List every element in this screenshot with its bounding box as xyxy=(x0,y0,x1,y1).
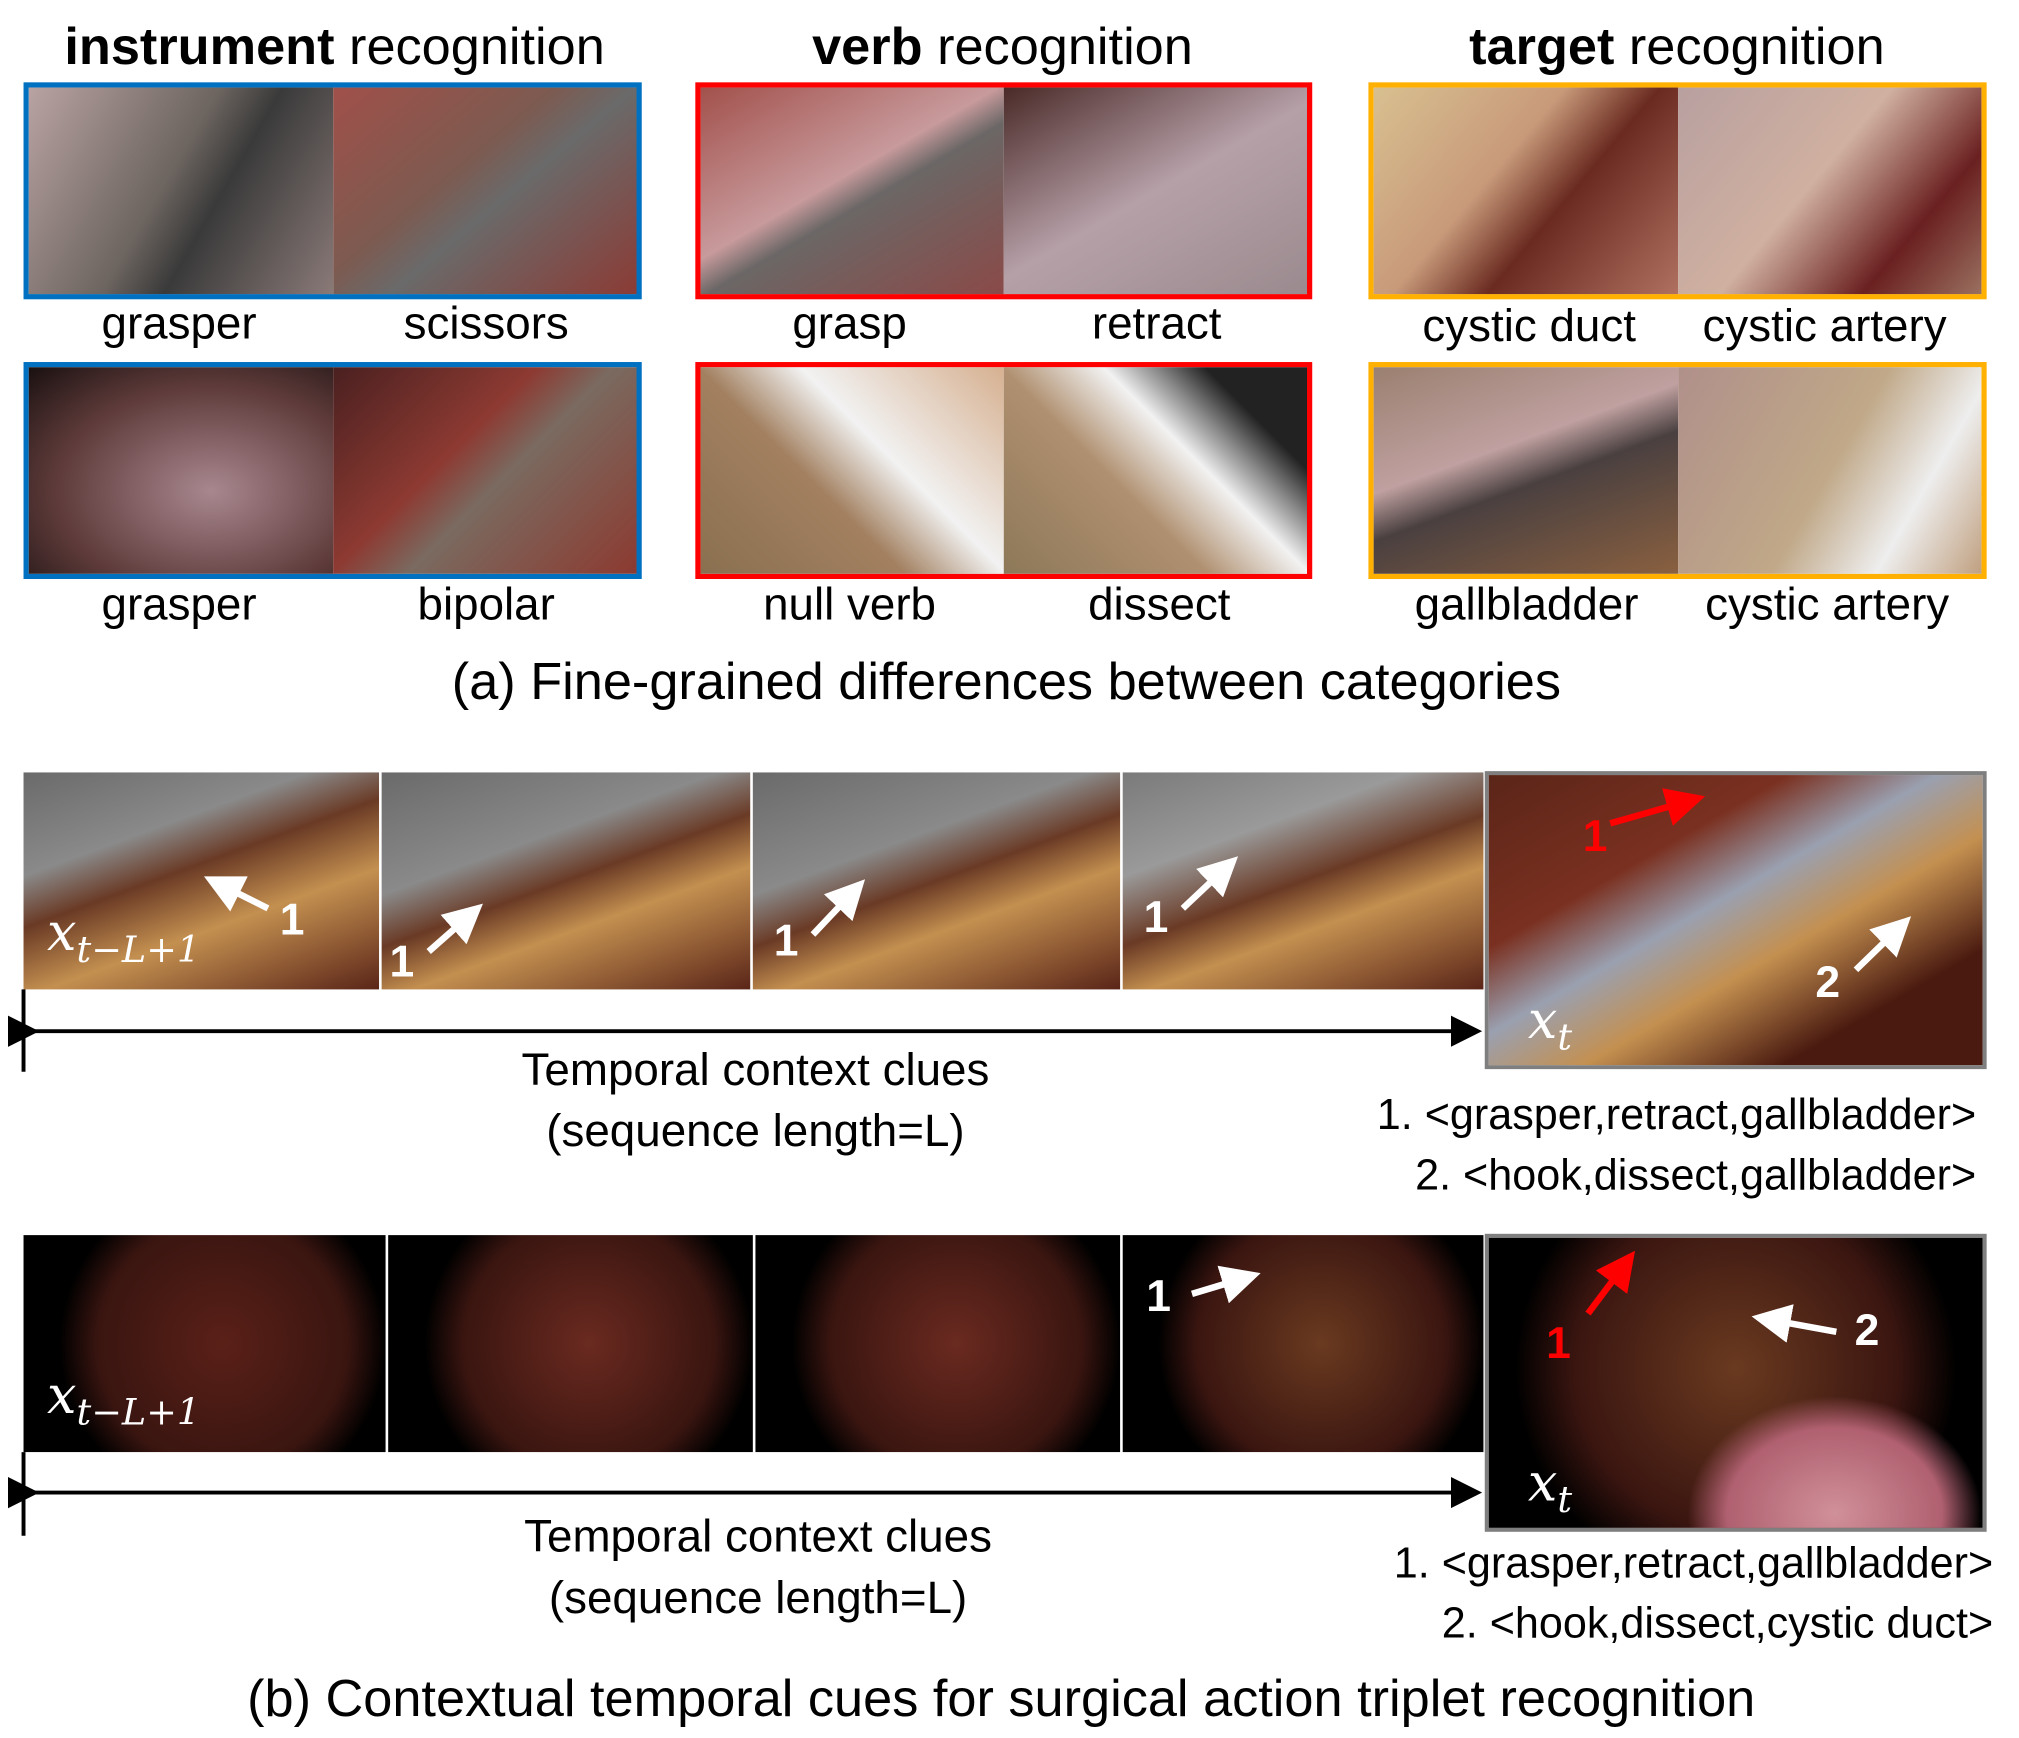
frame-first: xt−L+1 xyxy=(23,1235,386,1453)
verb-pair-2 xyxy=(695,362,1313,580)
label-gallbladder: gallbladder xyxy=(1414,579,1639,630)
triplet-1: 1. <grasper,retract,gallbladder> xyxy=(1376,1090,1977,1139)
frame-label-current: xt xyxy=(1527,1453,1573,1522)
caption-a: (a) Fine-grained differences between cat… xyxy=(451,653,1561,712)
label-cystic-artery: cystic artery xyxy=(1705,579,1950,630)
triplet-2: 2. <hook,dissect,gallbladder> xyxy=(1415,1150,1977,1199)
context-label: Temporal context clues xyxy=(524,1510,992,1562)
target-pair-1 xyxy=(1368,82,1987,300)
arrow-icon xyxy=(1585,1250,1636,1316)
mark-2: 2 xyxy=(1854,1305,1880,1356)
arrow-icon xyxy=(810,879,866,937)
frame: 1 xyxy=(1122,1235,1484,1453)
gallbladder-image xyxy=(1373,367,1678,574)
annotation-arrows-row1 xyxy=(7,788,1912,1072)
mark-1: 1 xyxy=(1143,892,1169,943)
label-grasper: grasper xyxy=(101,297,257,349)
label-grasp: grasp xyxy=(792,297,907,349)
arrow-icon xyxy=(203,876,270,912)
label-grasper: grasper xyxy=(101,579,257,630)
sequence-length-label: (sequence length=L) xyxy=(548,1572,968,1624)
verb-pair-1 xyxy=(695,82,1313,300)
frame-label-first: xt−L+1 xyxy=(47,903,201,972)
frame-label-current: xt xyxy=(1527,990,1573,1059)
mark-1: 1 xyxy=(279,895,305,945)
label-dissect: dissect xyxy=(1088,579,1231,630)
annotation-arrows-row2 xyxy=(7,1250,1837,1536)
target-recognition-title: target recognition xyxy=(1469,18,1885,76)
triplet-1: 1. <grasper,retract,gallbladder> xyxy=(1393,1538,1994,1587)
label-null-verb: null verb xyxy=(763,579,937,630)
cystic-duct-image xyxy=(1373,87,1678,295)
frame-first: xt−L+1 1 xyxy=(23,772,380,990)
scissors-image xyxy=(332,87,637,295)
label-cystic-artery: cystic artery xyxy=(1702,300,1947,352)
caption-b: (b) Contextual temporal cues for surgica… xyxy=(247,1670,1756,1728)
mark-1: 1 xyxy=(1146,1271,1171,1322)
triplet-2: 2. <hook,dissect,cystic duct> xyxy=(1441,1598,1994,1647)
frame: 1 xyxy=(381,772,751,990)
dissect-image xyxy=(1003,367,1307,574)
arrow-icon xyxy=(1609,788,1706,827)
instrument-pair-2 xyxy=(23,362,642,580)
label-retract: retract xyxy=(1091,297,1222,349)
arrow-icon xyxy=(1853,916,1912,973)
frame: 1 xyxy=(752,772,1121,990)
mark-1: 1 xyxy=(389,937,415,987)
frame-label-first: xt−L+1 xyxy=(47,1365,201,1434)
null-verb-image xyxy=(700,367,1004,574)
mark-2: 2 xyxy=(1815,958,1841,1008)
grasp-image xyxy=(700,87,1004,295)
instrument-recognition-title: instrument recognition xyxy=(64,18,605,76)
arrow-icon xyxy=(1180,856,1239,911)
grasper-image xyxy=(28,87,333,295)
instrument-pair-1 xyxy=(23,82,642,300)
mark-1-red: 1 xyxy=(1582,811,1608,862)
arrow-icon xyxy=(1191,1265,1261,1304)
bipolar-image xyxy=(332,367,637,574)
frame xyxy=(755,1235,1121,1453)
grasper-image xyxy=(28,367,333,574)
retract-image xyxy=(1003,87,1307,295)
frame xyxy=(388,1235,753,1453)
label-scissors: scissors xyxy=(403,297,569,349)
mark-1-red: 1 xyxy=(1546,1318,1571,1369)
target-pair-2 xyxy=(1368,362,1987,580)
sequence-length-label: (sequence length=L) xyxy=(546,1105,965,1157)
label-bipolar: bipolar xyxy=(417,579,555,630)
arrow-icon xyxy=(426,903,483,954)
frame-current: xt 1 2 xyxy=(1484,1233,1987,1532)
frame: 1 xyxy=(1122,772,1484,990)
cystic-artery-image xyxy=(1677,367,1982,574)
mark-1: 1 xyxy=(773,916,799,966)
label-cystic-duct: cystic duct xyxy=(1422,300,1636,352)
cystic-artery-image xyxy=(1677,87,1982,295)
context-label: Temporal context clues xyxy=(521,1044,990,1096)
arrow-icon xyxy=(1751,1304,1837,1343)
verb-recognition-title: verb recognition xyxy=(812,18,1193,76)
